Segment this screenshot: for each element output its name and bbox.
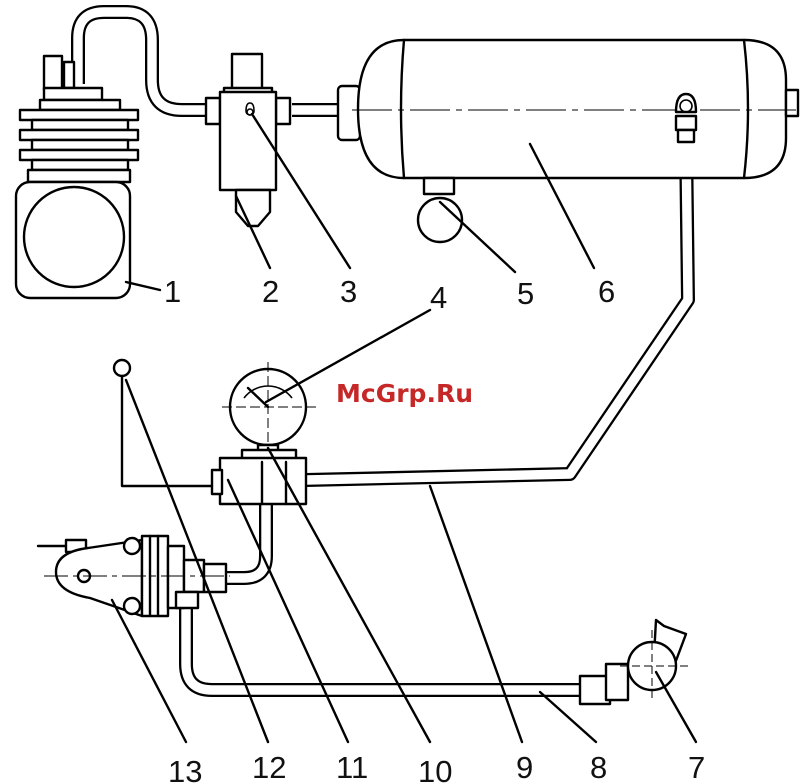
control-link (112, 358, 214, 488)
callout-6: 6 (598, 274, 615, 309)
callout-1: 1 (164, 274, 181, 309)
callout-5: 5 (517, 276, 534, 311)
compressor (14, 54, 140, 300)
callout-2: 2 (262, 274, 279, 309)
brake-chamber (36, 534, 230, 618)
brake-valve (210, 448, 308, 506)
drain-valve (416, 176, 464, 244)
callout-13: 13 (168, 754, 202, 784)
callout-9: 9 (516, 750, 533, 784)
pipe-valve-to-brake-chamber (226, 505, 273, 585)
pressure-gauge (222, 362, 316, 457)
pipe-compressor-to-filter (71, 5, 210, 117)
filter-separator (204, 52, 292, 228)
coupling-head (578, 618, 690, 706)
callout-4: 4 (430, 280, 447, 315)
air-receiver (336, 38, 800, 180)
callout-3: 3 (340, 274, 357, 309)
pipe-to-coupling-head (179, 596, 582, 697)
callout-11: 11 (336, 750, 368, 784)
callout-12: 12 (252, 750, 286, 784)
pipe-receiver-to-valve (305, 139, 695, 487)
callout-10: 10 (418, 754, 452, 784)
watermark: McGrp.Ru (336, 379, 473, 408)
leader-lines (110, 112, 698, 744)
callout-7: 7 (688, 750, 705, 784)
receiver-outlet-fitting (674, 92, 698, 144)
callout-8: 8 (590, 750, 607, 784)
